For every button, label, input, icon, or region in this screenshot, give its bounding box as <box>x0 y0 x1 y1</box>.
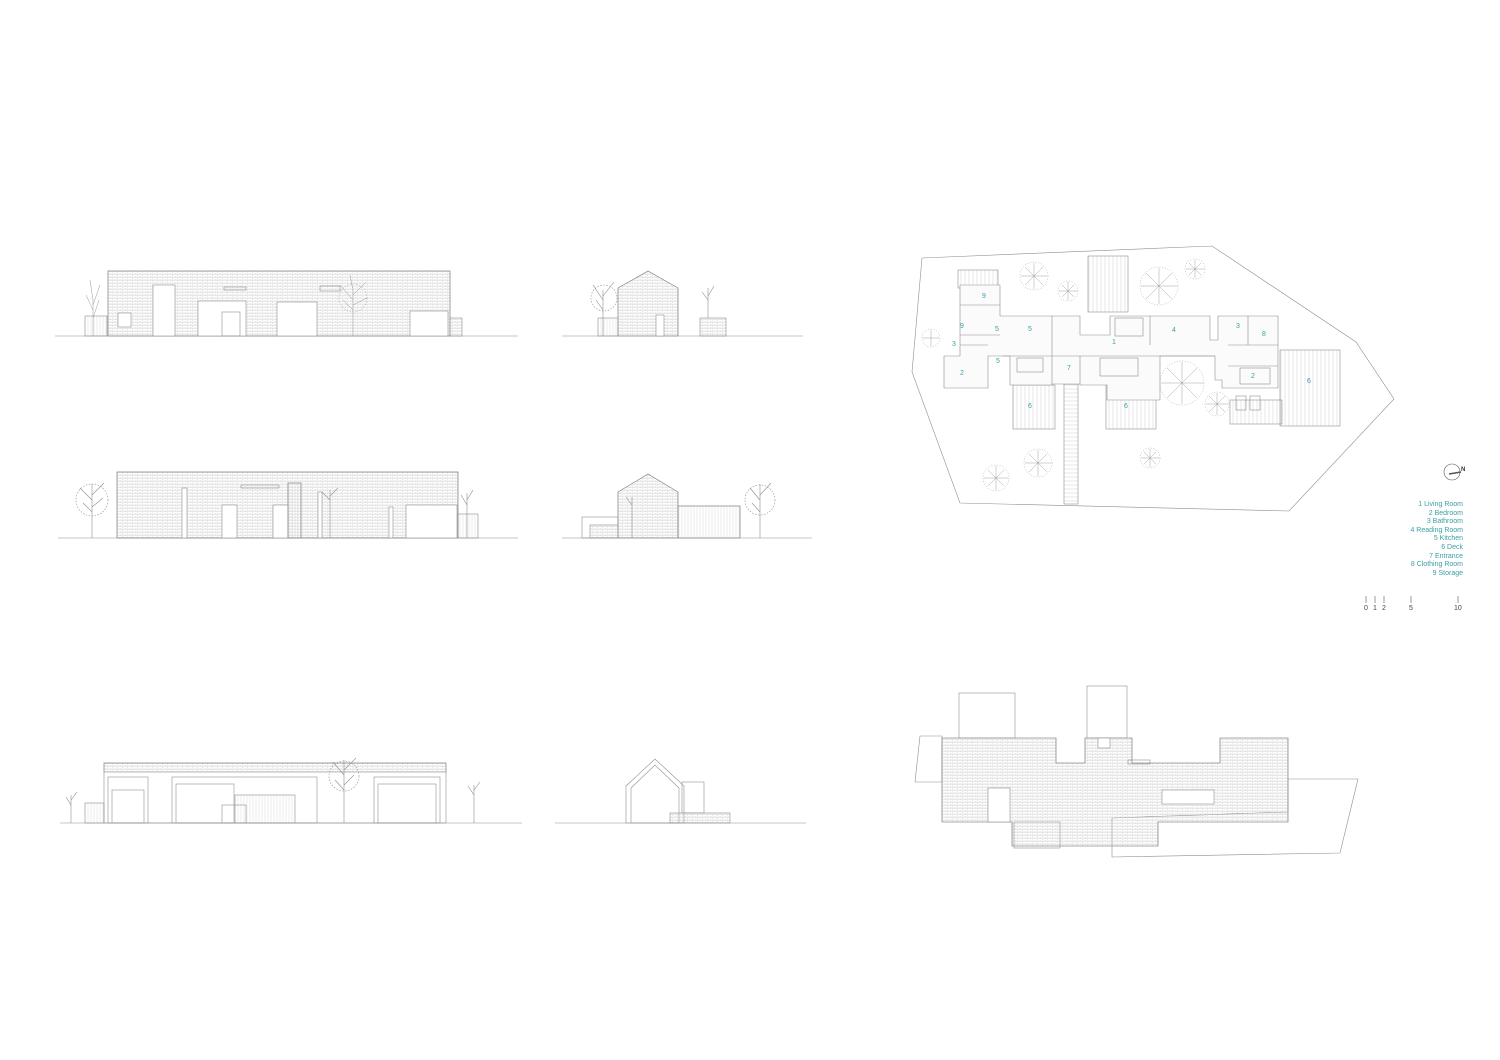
section-long <box>60 757 522 824</box>
legend-item: 4 Reading Room <box>1410 526 1463 534</box>
elevation-south <box>562 473 812 539</box>
legend-item: 6 Deck <box>1441 543 1463 551</box>
legend-item: 7 Entrance <box>1429 552 1463 560</box>
scale-label-2: 2 <box>1382 605 1386 612</box>
room-tag-living: 1 <box>1112 339 1116 346</box>
room-tag-deck: 6 <box>1028 403 1032 410</box>
north-label: N <box>1461 467 1466 473</box>
legend-item: 5 Kitchen <box>1433 535 1463 543</box>
elevation-west <box>58 471 518 539</box>
legend-item: 2 Bedroom <box>1428 509 1463 517</box>
scale-label-0: 0 <box>1364 605 1368 612</box>
room-tag-storage: 9 <box>982 293 986 300</box>
site-plan <box>911 245 1395 512</box>
room-tag-bathroom: 3 <box>1236 323 1240 330</box>
scale-bar <box>1365 596 1459 603</box>
roof-plan <box>914 685 1359 858</box>
tree-icon <box>85 274 368 336</box>
room-tag-bathroom: 3 <box>952 341 956 348</box>
section-cross <box>555 758 806 824</box>
room-tag-entrance: 7 <box>1067 365 1071 372</box>
scale-label-1: 1 <box>1373 605 1377 612</box>
room-tag-deck: 6 <box>1307 378 1311 385</box>
room-tag-deck: 6 <box>1124 403 1128 410</box>
scale-label-5: 5 <box>1409 605 1413 612</box>
site-trees <box>921 258 1230 492</box>
legend-item: 3 Bathroom <box>1426 518 1463 526</box>
legend-item: 1 Living Room <box>1418 501 1463 508</box>
room-tag-kitchen: 5 <box>1028 326 1032 333</box>
scale-label-10: 10 <box>1454 605 1462 612</box>
room-tag-bedroom: 2 <box>1251 373 1255 380</box>
legend-item: 8 Clothing Room <box>1410 561 1463 569</box>
north-arrow-icon <box>1443 463 1462 481</box>
elevation-north <box>562 270 803 337</box>
elevation-east <box>55 270 518 337</box>
legend-item: 9 Storage <box>1432 569 1463 577</box>
room-tag-kitchen: 5 <box>995 326 999 333</box>
room-tag-reading-room: 4 <box>1172 327 1176 334</box>
room-tag-clothing-room: 8 <box>1262 331 1266 338</box>
room-tag-storage: 9 <box>960 323 964 330</box>
room-tag-kitchen: 5 <box>996 358 1000 365</box>
room-tag-bedroom: 2 <box>960 370 964 377</box>
